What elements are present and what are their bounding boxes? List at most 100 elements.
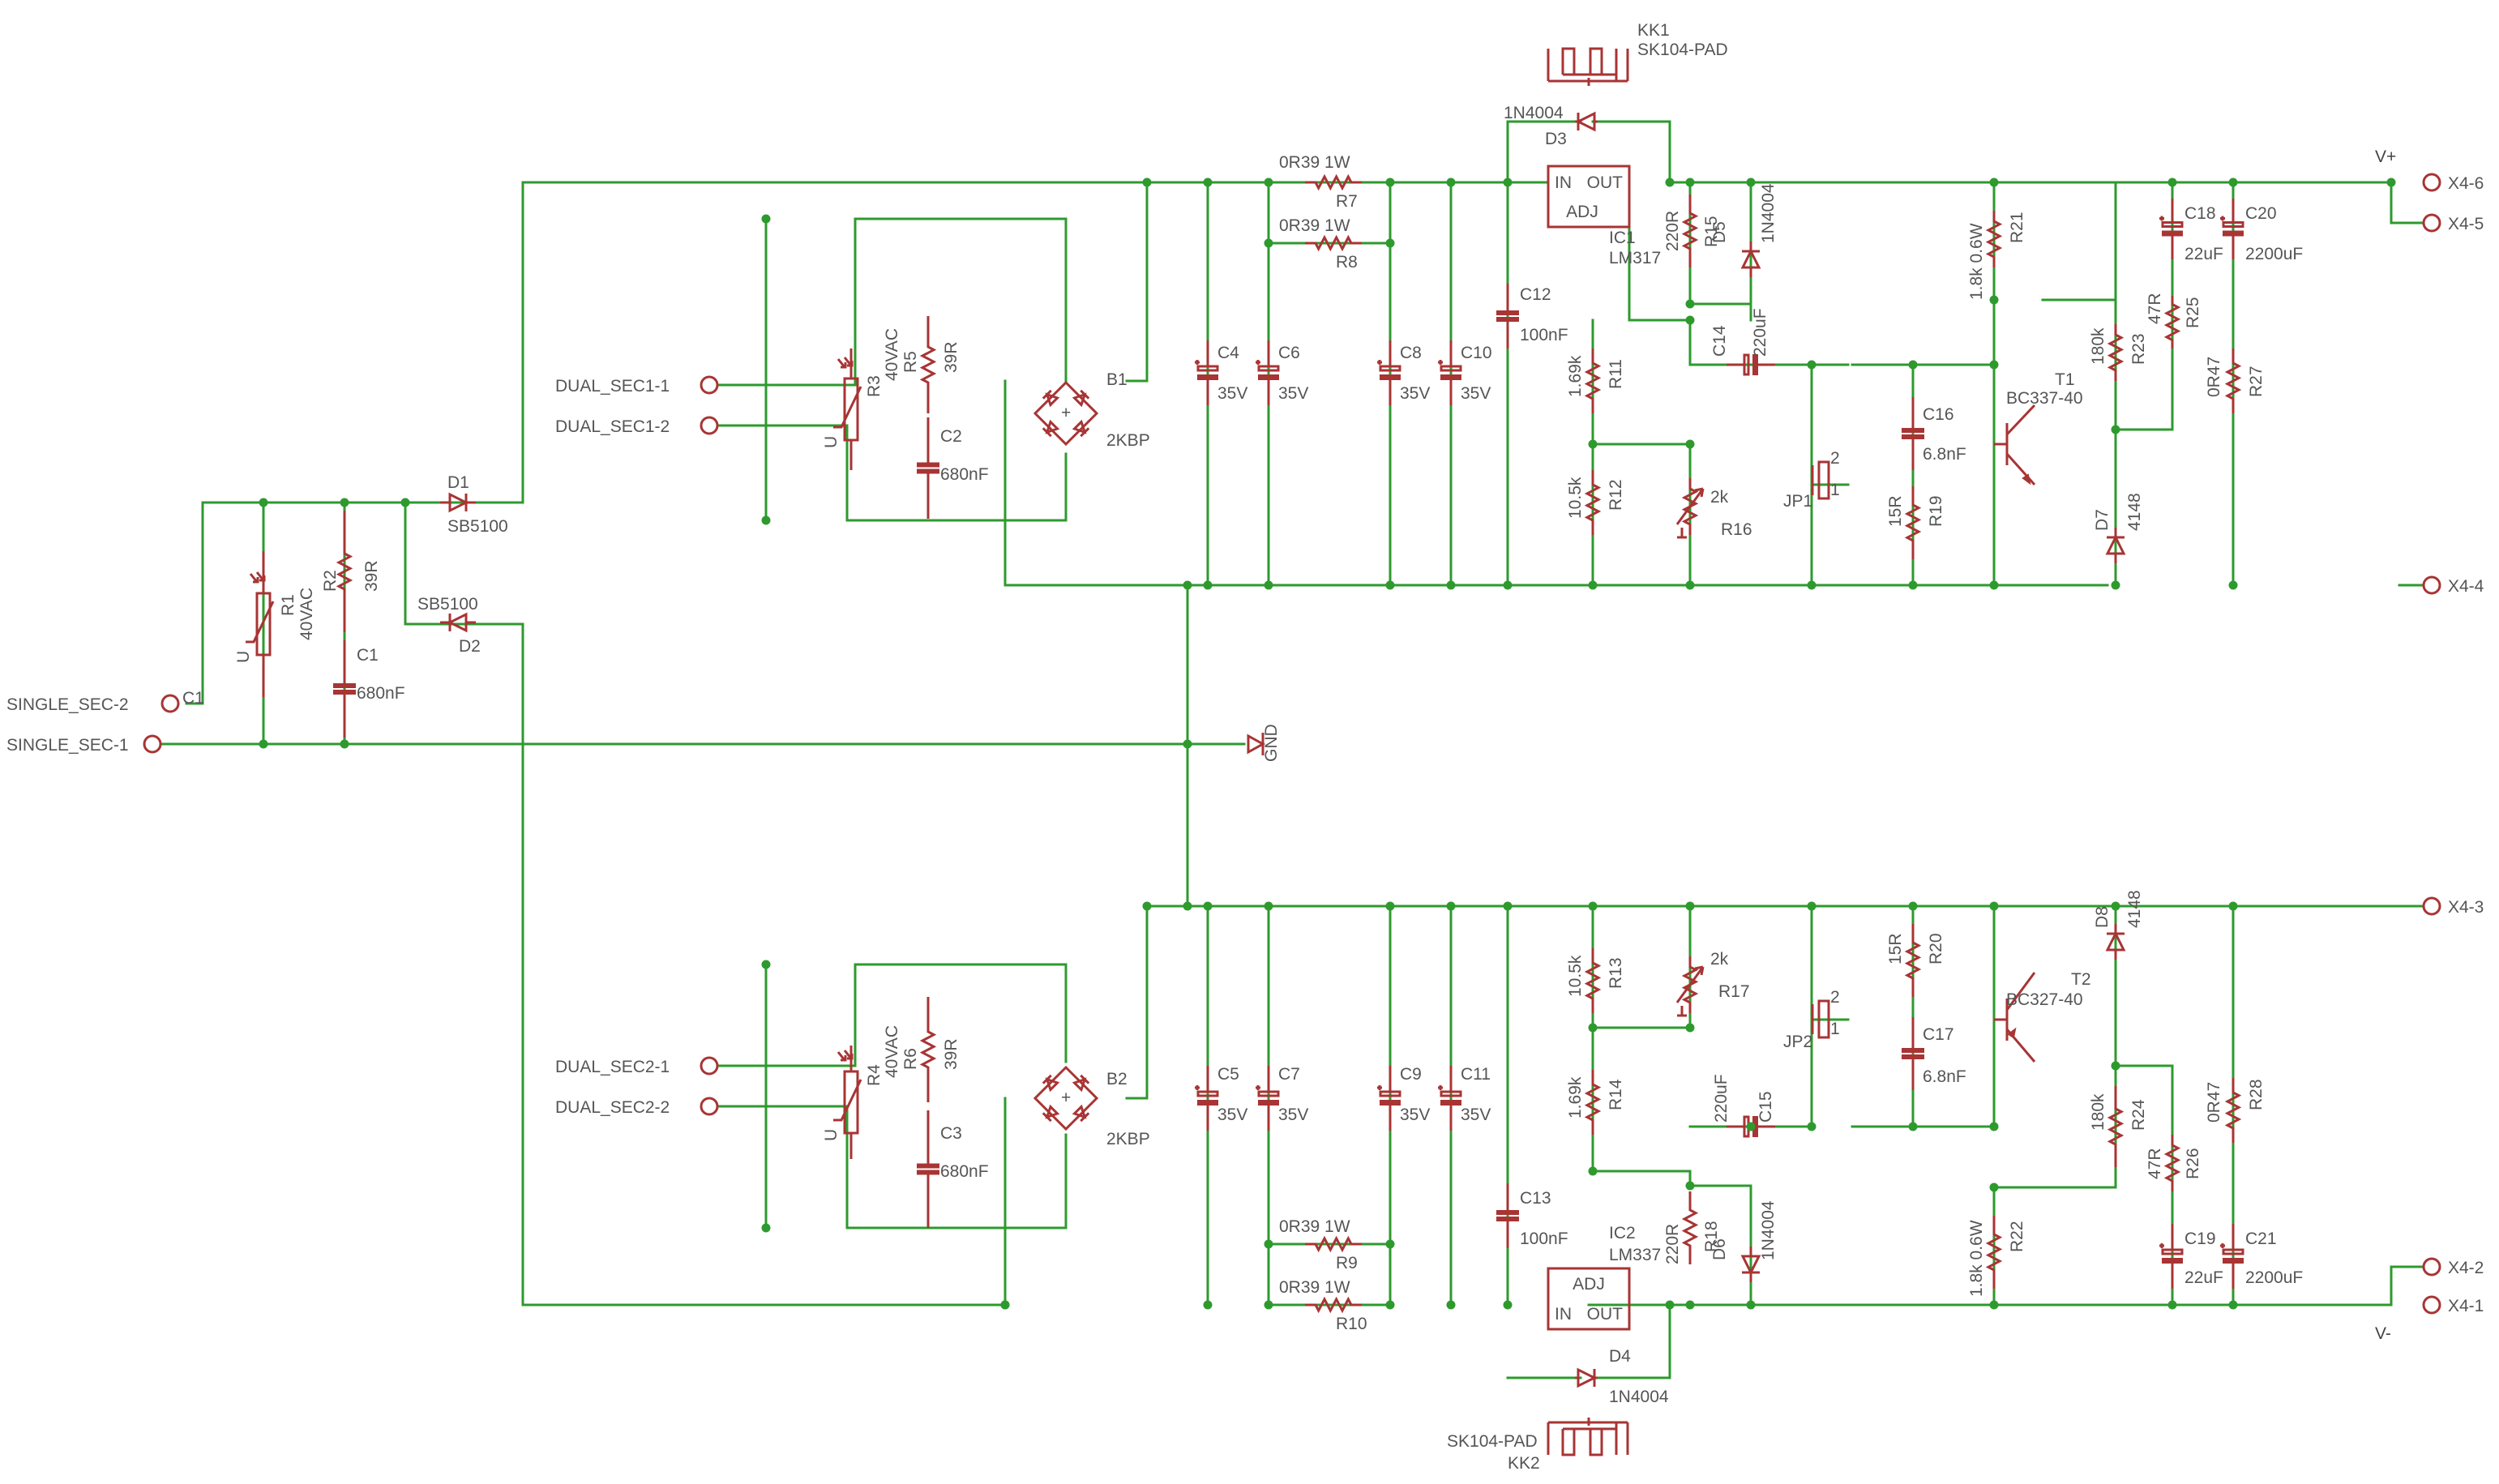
part-ref: T1 [2055, 370, 2075, 389]
part-ref: JP2 [1783, 1033, 1812, 1051]
jumper-pin-2: 2 [1830, 988, 1840, 1007]
electrolytic-capacitor-c5 [1195, 1066, 1219, 1131]
part-value: 2200uF [2245, 245, 2303, 263]
junction-dot [1264, 580, 1273, 590]
junction-dot [761, 515, 771, 525]
part-value: 0R47 [2205, 357, 2223, 397]
ic-pin-adj: ADJ [1566, 203, 1598, 221]
part-ref: R21 [2008, 212, 2026, 243]
connector-pin-single-sec-1[interactable] [143, 734, 162, 754]
junction-dot [340, 498, 349, 507]
connector-pin-dual-sec1-2[interactable] [700, 416, 719, 435]
part-ref: D1 [447, 473, 469, 492]
diode-d4 [1575, 1367, 1598, 1388]
connector-pin-x4-2[interactable] [2422, 1257, 2441, 1277]
junction-dot [1203, 580, 1213, 590]
part-ref: R19 [1927, 495, 1945, 527]
part-ref: C4 [1217, 344, 1239, 362]
part-ref: R3 [865, 375, 884, 397]
ic-pin-in: IN [1555, 173, 1572, 192]
part-value: 10.5k [1566, 955, 1585, 997]
resistor-r11 [1584, 349, 1602, 413]
part-value: SB5100 [447, 517, 508, 536]
junction-dot [1807, 901, 1816, 911]
part-value: 1.8k 0.6W [1967, 223, 1986, 300]
part-ref: C7 [1278, 1065, 1300, 1084]
junction-dot [2228, 1300, 2238, 1310]
part-ref: C6 [1278, 344, 1300, 362]
part-ref: B1 [1106, 370, 1128, 389]
part-ref: R8 [1336, 253, 1358, 272]
connector-pin-dual-sec2-2[interactable] [700, 1097, 719, 1116]
electrolytic-capacitor-c14 [1727, 353, 1775, 376]
resistor-r17-body [1681, 956, 1699, 1013]
resistor-r6 [919, 997, 937, 1102]
connector-pin-x4-3[interactable] [2422, 896, 2441, 916]
junction-dot [1685, 177, 1695, 187]
junction-dot [1385, 238, 1395, 248]
part-value: 680nF [357, 684, 405, 703]
part-ref: R20 [1927, 933, 1945, 964]
capacitor-c3 [917, 1110, 939, 1228]
connector-pin-x4-5[interactable] [2422, 213, 2441, 233]
wires [160, 120, 2425, 1379]
part-value: 2200uF [2245, 1268, 2303, 1287]
electrolytic-capacitor-c10 [1438, 340, 1462, 405]
part-ref: C12 [1520, 285, 1551, 304]
part-ref: D3 [1545, 130, 1567, 148]
junction-dot [1264, 1300, 1273, 1310]
resistor-r28 [2224, 1078, 2242, 1143]
junction-dot [2111, 580, 2120, 590]
part-ref: C14 [1710, 325, 1729, 357]
part-value: 220R [1663, 1224, 1682, 1264]
capacitor-c13 [1496, 1183, 1519, 1248]
part-ref: KK1 [1637, 21, 1670, 40]
part-value: 10.5k [1566, 477, 1585, 519]
junction-dot [1989, 177, 1999, 187]
part-ref: R9 [1336, 1254, 1358, 1272]
junction-dot [2111, 901, 2120, 911]
connector-label: DUAL_SEC1-1 [555, 377, 670, 396]
junction-dot [1142, 177, 1152, 187]
resistor-r8 [1305, 234, 1362, 252]
jumper-pin-1: 1 [1830, 481, 1840, 499]
electrolytic-capacitor-c6 [1256, 340, 1280, 405]
ic-pin-in: IN [1555, 1305, 1572, 1324]
wire [1003, 379, 2109, 587]
connector-pin-x4-4[interactable] [2422, 575, 2441, 595]
junction-dot [1588, 1166, 1598, 1176]
electrolytic-capacitor-c11 [1438, 1066, 1462, 1131]
junction-dot [340, 739, 349, 749]
junctions [259, 177, 2396, 1310]
junction-dot [1746, 177, 1756, 187]
resistor-r26 [2163, 1135, 2181, 1191]
part-value: 35V [1400, 1106, 1430, 1124]
junction-dot [761, 214, 771, 224]
ground-symbol [1247, 733, 1266, 755]
connector-pin-dual-sec2-1[interactable] [700, 1056, 719, 1076]
junction-dot [400, 498, 410, 507]
junction-dot [1685, 299, 1695, 309]
part-ref: R16 [1721, 520, 1752, 539]
connector-label: X4-4 [2448, 577, 2484, 596]
wire [2390, 1265, 2425, 1307]
connector-pin-x4-6[interactable] [2422, 173, 2441, 192]
part-ref: D8 [2093, 906, 2112, 928]
labels: SINGLE_SEC-2SINGLE_SEC-1DUAL_SEC1-1DUAL_… [6, 21, 2484, 1473]
connector-pin-x4-1[interactable] [2422, 1295, 2441, 1315]
connector-pin-dual-sec1-1[interactable] [700, 375, 719, 395]
part-ref: R12 [1607, 479, 1625, 511]
part-value: 0R39 1W [1279, 1278, 1350, 1297]
junction-dot [1989, 901, 1999, 911]
bridge-rectifier-b2: + [1033, 1065, 1099, 1131]
part-ref: C19 [2184, 1230, 2216, 1248]
part-ref: C21 [2245, 1230, 2277, 1248]
part-ref: R17 [1718, 982, 1750, 1001]
wire [1145, 584, 1189, 908]
junction-dot [1989, 295, 1999, 305]
transistor-t2 [1994, 972, 2036, 1063]
junction-dot [259, 739, 268, 749]
connector-pin-single-sec-2[interactable] [160, 694, 180, 713]
